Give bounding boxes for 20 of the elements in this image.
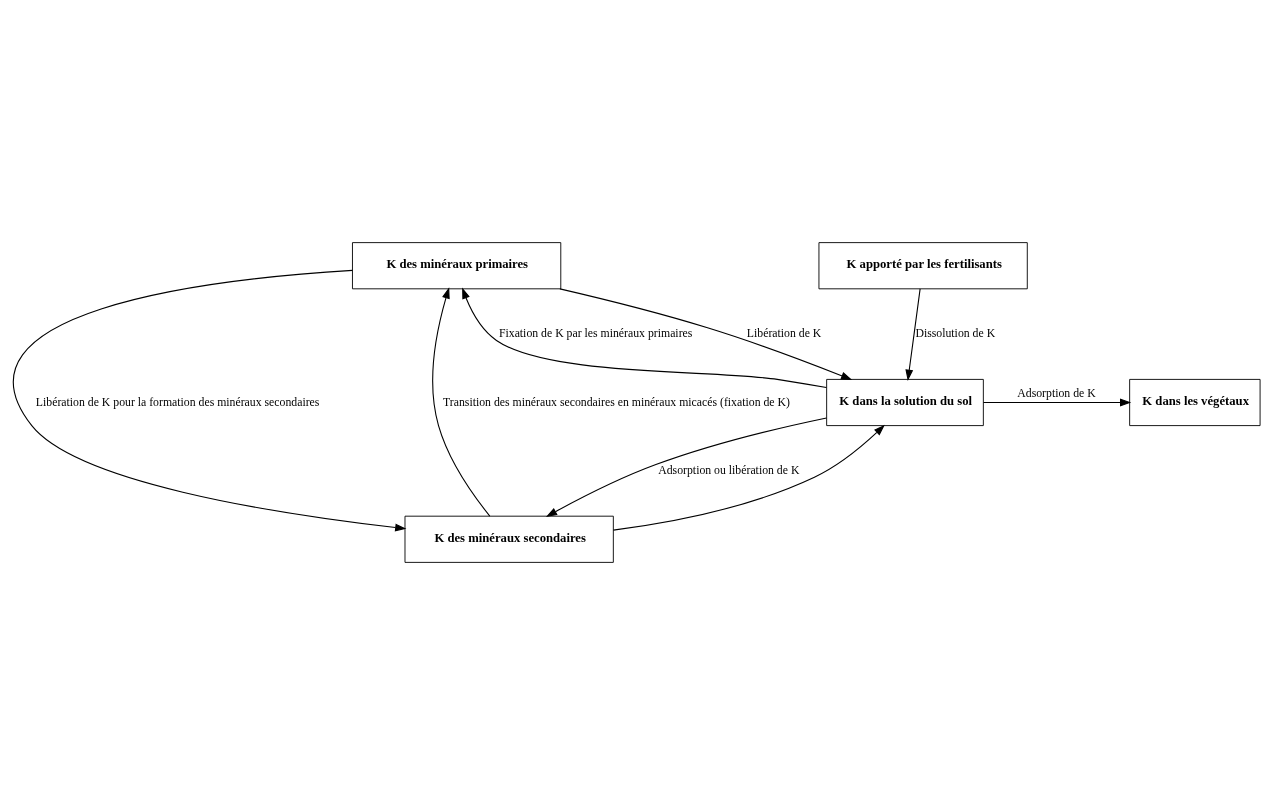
arrow <box>612 424 885 531</box>
node-box: K des minéraux primaires <box>352 241 562 289</box>
arrow <box>462 287 827 388</box>
arrow <box>432 286 491 517</box>
node-box: K dans les végétaux <box>1129 378 1261 426</box>
edge-label: Adsorption ou libération de K <box>658 463 800 477</box>
arrow <box>905 287 921 381</box>
arrow <box>559 287 853 380</box>
edge-label: Adsorption de K <box>1017 386 1096 400</box>
node-box: K apporté par les fertilisants <box>818 241 1028 289</box>
node-box: K des minéraux secondaires <box>404 515 614 563</box>
arrow <box>982 398 1132 406</box>
node-box: K dans la solution du sol <box>826 378 984 426</box>
edge-label: Libération de K <box>746 326 822 340</box>
edge-label: Libération de K pour la formation des minéraux secondaires <box>35 395 320 409</box>
arrow <box>13 269 407 531</box>
edge-label: Dissolution de K <box>915 326 996 340</box>
edge-label: Fixation de K par les minéraux primaires <box>498 326 693 340</box>
arrow <box>545 416 828 517</box>
edge-label: Transition des minéraux secondaires en minéraux micacés (fixation de K) <box>443 395 790 409</box>
